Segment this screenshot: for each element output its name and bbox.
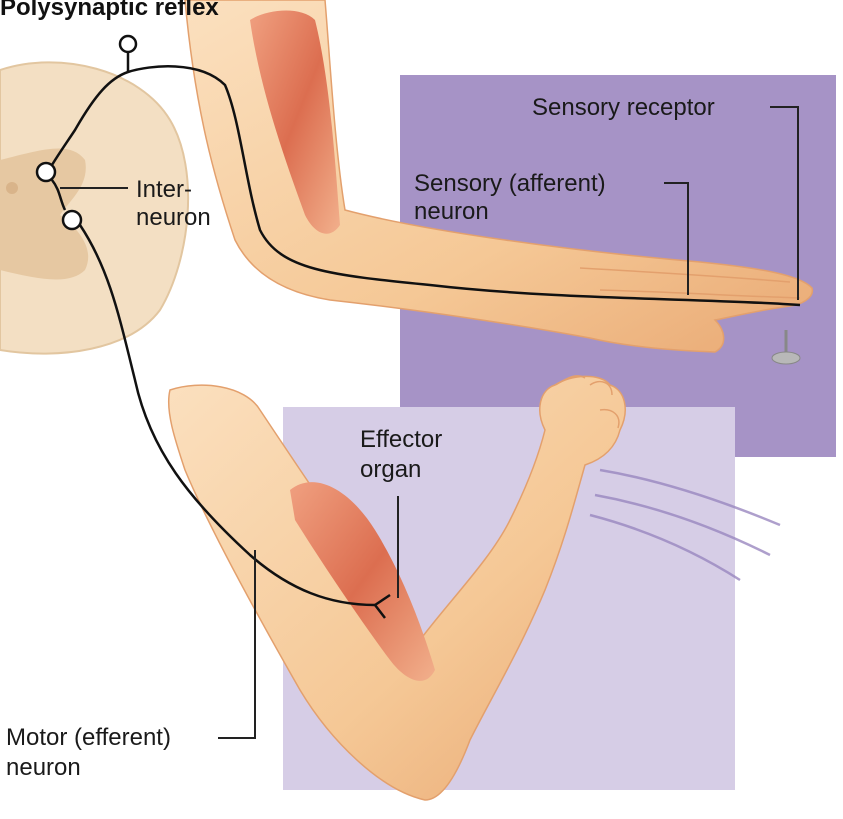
sensory-neuron-label-line1: Sensory (afferent) [414,170,606,197]
effector-label-line1: Effector [360,426,442,453]
motor-neuron-label-line1: Motor (efferent) [6,724,171,751]
interneuron-label-line2: neuron [136,204,211,231]
motor-neuron-label-line2: neuron [6,754,81,781]
interneuron-label-line1: Inter- [136,176,192,203]
sensory-neuron-label-line2: neuron [414,198,489,225]
effector-label-line2: organ [360,456,421,483]
diagram-title: Polysynaptic reflex [0,0,219,22]
sensory-receptor-label: Sensory receptor [532,94,715,121]
